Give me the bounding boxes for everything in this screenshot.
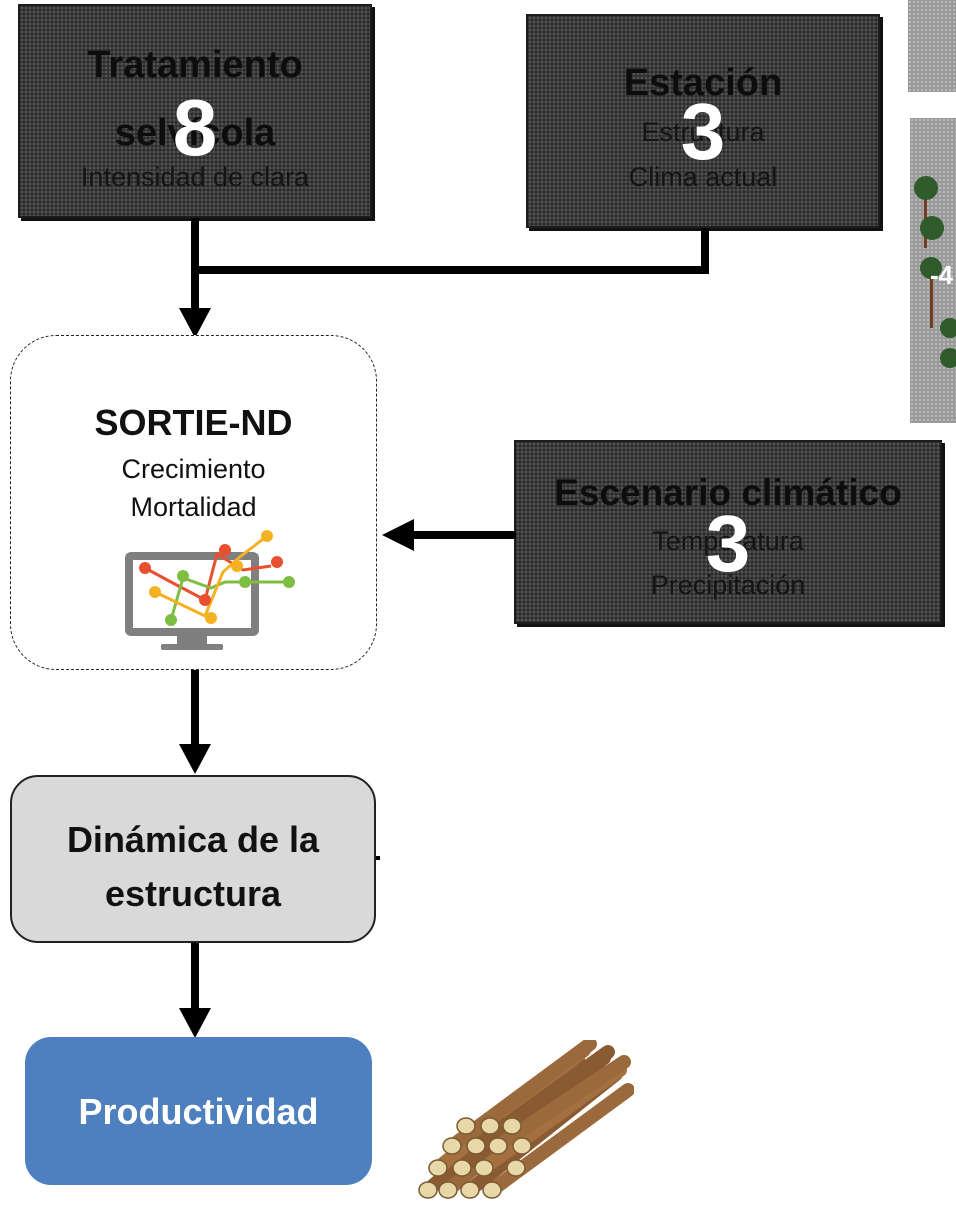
station-number: 3 <box>680 87 726 176</box>
treatment-subtitle: Intensidad de clara <box>80 162 310 192</box>
climate-line1: Temperatura <box>652 526 804 556</box>
tree-icons <box>914 176 956 368</box>
dynamics-line2: estructura <box>104 873 282 914</box>
productivity-box: Productividad <box>25 1037 372 1185</box>
model-line2: Mortalidad <box>130 492 257 522</box>
model-line1: Crecimiento <box>121 454 266 484</box>
arrow-down-icon <box>179 1008 211 1038</box>
climate-number: 3 <box>705 499 751 588</box>
connector-model-down <box>191 670 199 748</box>
dynamics-line1: Dinámica de la <box>66 819 320 860</box>
treatment-title-line2: selvícola <box>114 112 276 154</box>
station-line2: Clima actual <box>628 162 778 192</box>
log-pile-icon <box>418 1040 634 1199</box>
computer-chart-icon <box>125 530 295 650</box>
station-box: Estación Estructura Clima actual 3 <box>526 14 880 228</box>
climate-box: Escenario climático Temperatura Precipit… <box>514 440 942 624</box>
small-tick <box>376 856 380 860</box>
treatment-box: Tratamiento selvícola Intensidad de clar… <box>18 4 372 218</box>
model-title: SORTIE-ND <box>94 402 293 443</box>
side-panel-label: -4 <box>930 260 954 290</box>
forest-panel-top <box>908 0 956 92</box>
treatment-title-line1: Tratamiento <box>87 44 303 86</box>
connector-climate <box>412 531 516 539</box>
station-title: Estación <box>623 62 783 104</box>
climate-title: Escenario climático <box>554 472 902 513</box>
connector-treatment-down <box>191 218 199 312</box>
treatment-number: 8 <box>172 83 218 172</box>
climate-line2: Precipitación <box>650 570 806 600</box>
station-line1: Estructura <box>641 117 765 147</box>
forest-panel-middle: -4 <box>910 118 956 423</box>
model-box: SORTIE-ND Crecimiento Mortalidad <box>10 335 377 670</box>
arrow-left-icon <box>382 519 414 551</box>
arrow-down-icon <box>179 744 211 774</box>
productivity-label: Productividad <box>78 1091 319 1132</box>
connector-horizontal <box>191 266 709 274</box>
dynamics-box: Dinámica de la estructura <box>10 775 376 943</box>
connector-dynamics-down <box>191 943 199 1011</box>
arrow-down-icon <box>179 308 211 338</box>
connector-station-down <box>701 228 709 274</box>
